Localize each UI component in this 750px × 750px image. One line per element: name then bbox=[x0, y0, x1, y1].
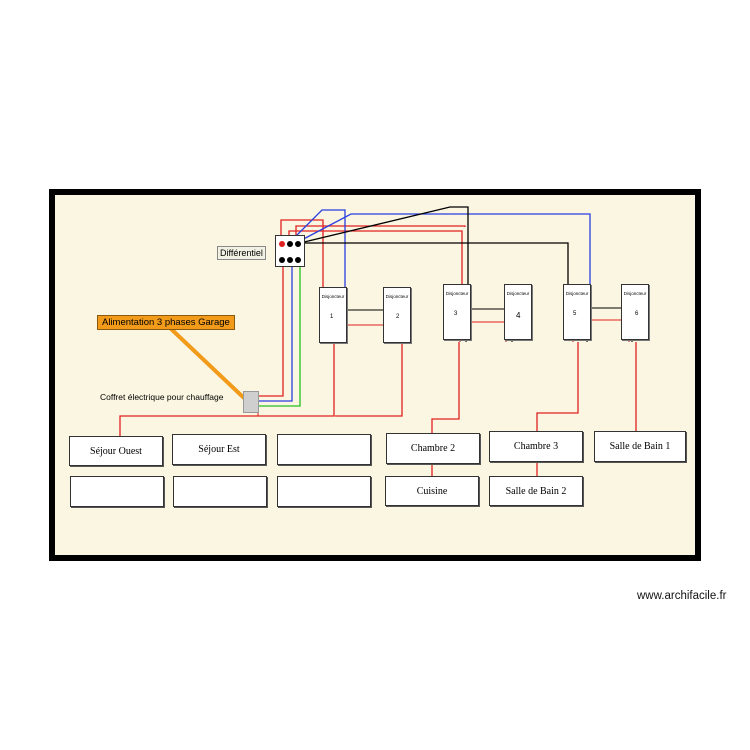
breaker-label: Disjoncteur bbox=[623, 291, 647, 296]
wire-blue-2 bbox=[295, 213, 591, 290]
breaker-label: Disjoncteur bbox=[445, 291, 469, 296]
wire-red-chambre3 bbox=[536, 342, 579, 432]
room-empty-1 bbox=[277, 434, 371, 465]
supply-cable bbox=[166, 324, 246, 400]
breaker-4: Disjoncteur 4 bbox=[504, 284, 532, 340]
breaker-2: Disjoncteur 2 bbox=[383, 287, 411, 343]
coffret-box bbox=[243, 391, 259, 413]
breaker-label: Disjoncteur bbox=[385, 294, 409, 299]
breaker-label: Disjoncteur bbox=[321, 294, 345, 299]
breaker-number: 6 bbox=[635, 311, 639, 317]
room-empty-4 bbox=[277, 476, 371, 507]
breaker-5: Disjoncteur 5 bbox=[563, 284, 591, 340]
room-empty-3 bbox=[173, 476, 267, 507]
room-chambre-3: Chambre 3 bbox=[489, 431, 583, 462]
terminal-dot bbox=[279, 257, 285, 263]
wire-red-coffret bbox=[256, 265, 284, 397]
room-empty-2 bbox=[70, 476, 164, 507]
wire-red-to-b5 bbox=[295, 225, 466, 243]
wire-black-2 bbox=[300, 242, 569, 290]
room-cuisine: Cuisine bbox=[385, 476, 479, 506]
room-salle-de-bain-1: Salle de Bain 1 bbox=[594, 431, 686, 462]
room-sejour-ouest: Séjour Ouest bbox=[69, 436, 163, 466]
breaker-label: Disjoncteur bbox=[565, 291, 589, 296]
differential-box bbox=[275, 235, 305, 267]
wire-red-diff-in bbox=[280, 219, 324, 290]
wire-blue-coffret bbox=[256, 265, 293, 402]
coffret-label: Coffret électrique pour chauffage bbox=[100, 392, 224, 402]
differential-label: Différentiel bbox=[217, 246, 266, 260]
breaker-label: Disjoncteur bbox=[506, 291, 530, 296]
terminal-dot bbox=[279, 241, 285, 247]
terminal-dot bbox=[295, 241, 301, 247]
wire-blue-1 bbox=[288, 209, 346, 290]
supply-label: Alimentation 3 phases Garage bbox=[97, 315, 235, 330]
room-chambre-2: Chambre 2 bbox=[386, 433, 480, 464]
wire-black-1 bbox=[299, 206, 469, 290]
breaker-3: Disjoncteur 3 bbox=[443, 284, 471, 340]
terminal-dot bbox=[287, 241, 293, 247]
breaker-number: 2 bbox=[396, 314, 400, 320]
breaker-6: Disjoncteur 6 bbox=[621, 284, 649, 340]
breaker-number: 4 bbox=[516, 311, 521, 320]
brand-watermark: www.archifacile.fr bbox=[637, 590, 727, 602]
terminal-dot bbox=[287, 257, 293, 263]
wire-red-b2-feed bbox=[335, 342, 403, 417]
wire-red-chambre2 bbox=[431, 342, 460, 434]
terminal-dot bbox=[295, 257, 301, 263]
room-sejour-est: Séjour Est bbox=[172, 434, 266, 465]
breaker-number: 5 bbox=[573, 311, 577, 317]
breaker-number: 1 bbox=[330, 314, 334, 320]
breaker-number: 3 bbox=[454, 311, 458, 317]
wire-red-sejour-ouest bbox=[119, 342, 335, 437]
room-salle-de-bain-2: Salle de Bain 2 bbox=[489, 476, 583, 506]
breaker-1: Disjoncteur 1 bbox=[319, 287, 347, 343]
wire-green-coffret bbox=[256, 265, 301, 407]
